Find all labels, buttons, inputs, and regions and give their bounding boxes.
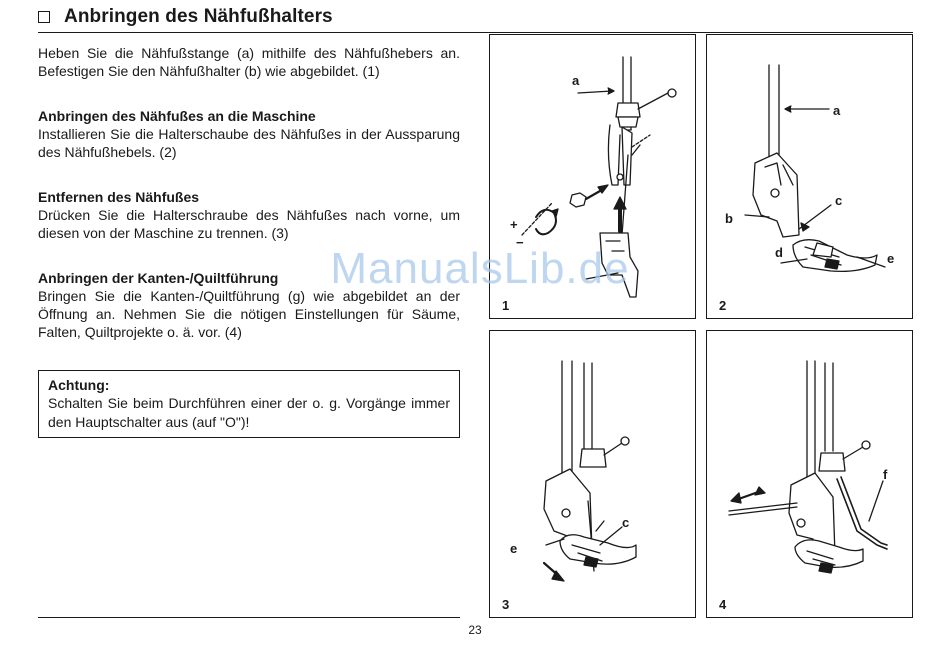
figure-4: f 4: [706, 330, 913, 618]
label-e: e: [887, 251, 894, 266]
figure-number: 2: [719, 298, 727, 313]
section-text: Installieren Sie die Halterschaube des N…: [38, 126, 460, 160]
label-a: a: [833, 103, 841, 118]
figure-number: 4: [719, 597, 727, 612]
section-heading: Anbringen des Nähfußes an die Maschine: [38, 108, 316, 124]
figure-number: 3: [502, 597, 510, 612]
label-f: f: [883, 467, 888, 482]
label-c: c: [835, 193, 842, 208]
label-plus: +: [510, 217, 518, 232]
page-title: Anbringen des Nähfußhalters: [64, 6, 333, 27]
label-a: a: [572, 73, 580, 88]
figure-2: a b c d e 2: [706, 34, 913, 319]
figure-4-labels: f: [883, 467, 888, 482]
label-c: c: [622, 515, 629, 530]
page-number: 23: [468, 623, 482, 637]
page-heading: Anbringen des Nähfußhalters: [38, 4, 918, 30]
section-attach-foot: Anbringen des Nähfußes an die Maschine I…: [38, 107, 460, 161]
section-remove-foot: Entfernen des Nähfußes Drücken Sie die H…: [38, 188, 460, 242]
figure-3: c e 3: [489, 330, 696, 618]
title-divider: [38, 32, 913, 33]
section-heading: Entfernen des Nähfußes: [38, 189, 200, 205]
figure-3-illustration: [542, 360, 637, 582]
section-edge-guide: Anbringen der Kanten-/Quiltführung Bring…: [38, 269, 460, 341]
label-e: e: [510, 541, 517, 556]
figure-number: 1: [502, 298, 510, 313]
figure-2-labels: a b c d e: [725, 103, 894, 266]
instructions-column: Heben Sie die Nähfußstange (a) mithilfe …: [38, 44, 460, 368]
caution-heading: Achtung:: [48, 377, 110, 393]
figure-4-illustration: [728, 360, 888, 574]
figure-1-labels: a + −: [510, 73, 580, 250]
section-text: Bringen Sie die Kanten-/Quiltführung (g)…: [38, 288, 460, 340]
section-text: Drücken Sie die Halterschraube des Nähfu…: [38, 207, 460, 241]
label-minus: −: [516, 235, 524, 250]
figure-3-labels: c e: [510, 515, 629, 556]
intro-paragraph: Heben Sie die Nähfußstange (a) mithilfe …: [38, 45, 460, 79]
figure-1-illustration: [521, 56, 677, 298]
label-d: d: [775, 245, 783, 260]
figure-1: a + − 1: [489, 34, 696, 319]
section-heading: Anbringen der Kanten-/Quiltführung: [38, 270, 279, 286]
label-b: b: [725, 211, 733, 226]
caution-text: Schalten Sie beim Durchführen einer der …: [48, 395, 450, 430]
caution-box: Achtung: Schalten Sie beim Durchführen e…: [38, 370, 460, 438]
heading-checkbox-icon: [38, 11, 50, 23]
figure-2-illustration: [744, 64, 886, 273]
footer-divider: [38, 617, 460, 618]
